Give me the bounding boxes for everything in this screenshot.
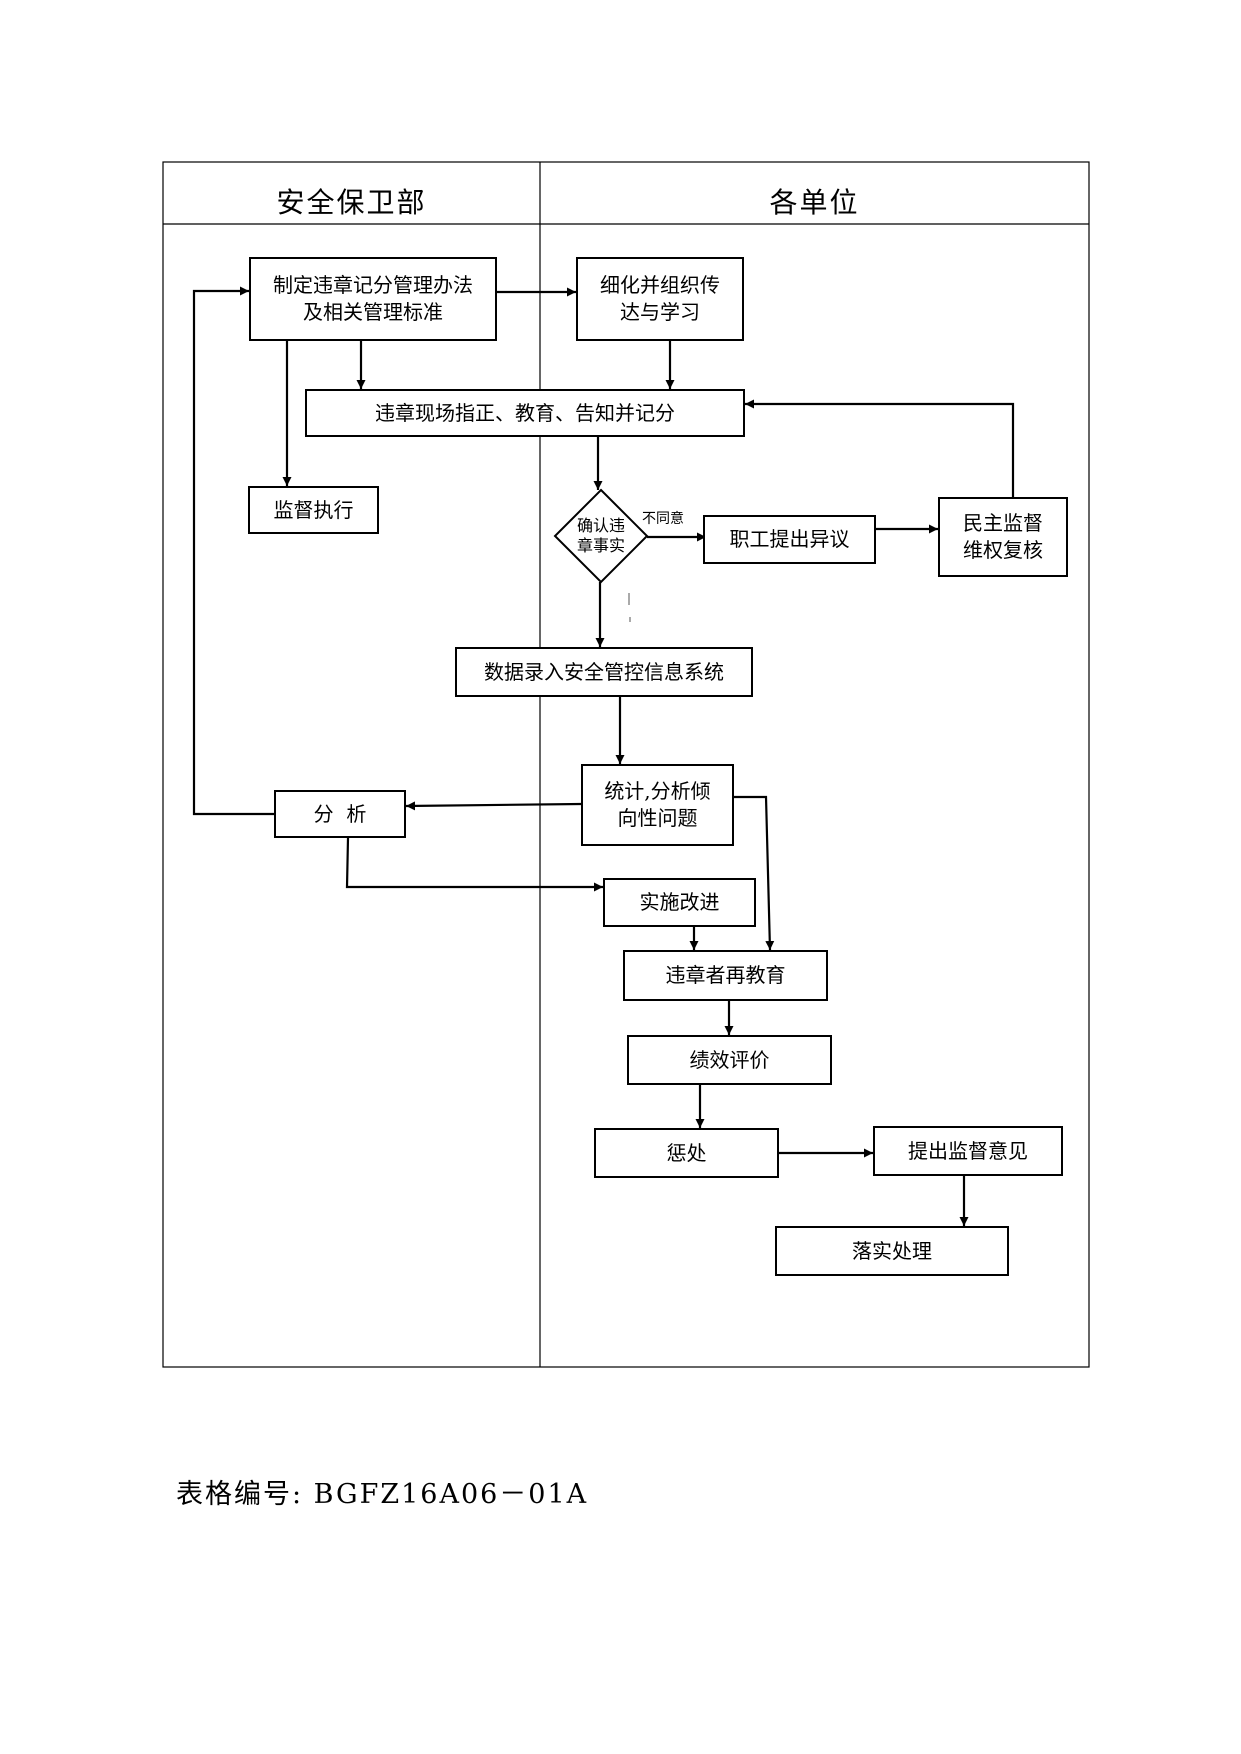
node-data-entry: 数据录入安全管控信息系统 xyxy=(455,647,753,697)
node-analysis: 分 析 xyxy=(274,790,406,838)
node-performance-eval: 绩效评价 xyxy=(627,1035,832,1085)
node-implement-improvement-label: 实施改进 xyxy=(639,890,720,914)
node-punishment-label: 惩处 xyxy=(666,1140,707,1165)
node-propose-opinion: 提出监督意见 xyxy=(873,1126,1063,1176)
node-refine-study: 细化并组织传达与学习 xyxy=(576,257,744,341)
node-implement-handling: 落实处理 xyxy=(775,1226,1009,1276)
node-define-rules: 制定违章记分管理办法及相关管理标准 xyxy=(249,257,497,341)
node-implement-improvement: 实施改进 xyxy=(603,878,756,927)
edge-review-to-correction xyxy=(745,399,1015,497)
node-reeducation: 违章者再教育 xyxy=(623,950,828,1001)
edge-label-disagree: 不同意 xyxy=(642,511,684,527)
node-confirm-fact-label: 确认违章事实 xyxy=(576,516,625,555)
edge-analysis-to-improvement xyxy=(345,837,603,892)
node-onsite-correction: 违章现场指正、教育、告知并记分 xyxy=(305,389,745,437)
node-onsite-correction-label: 违章现场指正、教育、告知并记分 xyxy=(375,400,675,425)
edge-statistics-to-reeducation xyxy=(734,795,775,951)
node-statistics-label: 统计,分析倾向性问题 xyxy=(604,779,711,830)
form-number: 表格编号: BGFZ16A06－01A xyxy=(176,1479,589,1510)
node-define-rules-label: 制定违章记分管理办法及相关管理标准 xyxy=(273,273,473,324)
node-analysis-label: 分 析 xyxy=(313,801,367,826)
node-employee-objection: 职工提出异议 xyxy=(703,515,876,564)
node-statistics: 统计,分析倾向性问题 xyxy=(581,764,734,846)
lane-title-units: 各单位 xyxy=(769,186,860,219)
node-implement-handling-label: 落实处理 xyxy=(852,1238,932,1263)
node-reeducation-label: 违章者再教育 xyxy=(665,963,786,987)
edge-analysis-to-define xyxy=(192,286,274,816)
node-propose-opinion-label: 提出监督意见 xyxy=(908,1138,1028,1163)
lane-title-security-dept: 安全保卫部 xyxy=(276,186,427,219)
node-punishment: 惩处 xyxy=(594,1128,779,1178)
edge-statistics-to-analysis xyxy=(405,801,582,811)
node-democratic-review: 民主监督维权复核 xyxy=(938,497,1068,577)
node-performance-eval-label: 绩效评价 xyxy=(689,1047,770,1072)
node-employee-objection-label: 职工提出异议 xyxy=(729,527,850,551)
swimlane-frame xyxy=(162,161,1090,1368)
node-supervise-label: 监督执行 xyxy=(273,497,354,522)
node-democratic-review-label: 民主监督维权复核 xyxy=(963,511,1043,562)
node-supervise: 监督执行 xyxy=(248,486,379,534)
node-confirm-fact: 确认违章事实 xyxy=(571,514,631,558)
node-data-entry-label: 数据录入安全管控信息系统 xyxy=(484,659,724,684)
node-refine-study-label: 细化并组织传达与学习 xyxy=(600,273,720,324)
